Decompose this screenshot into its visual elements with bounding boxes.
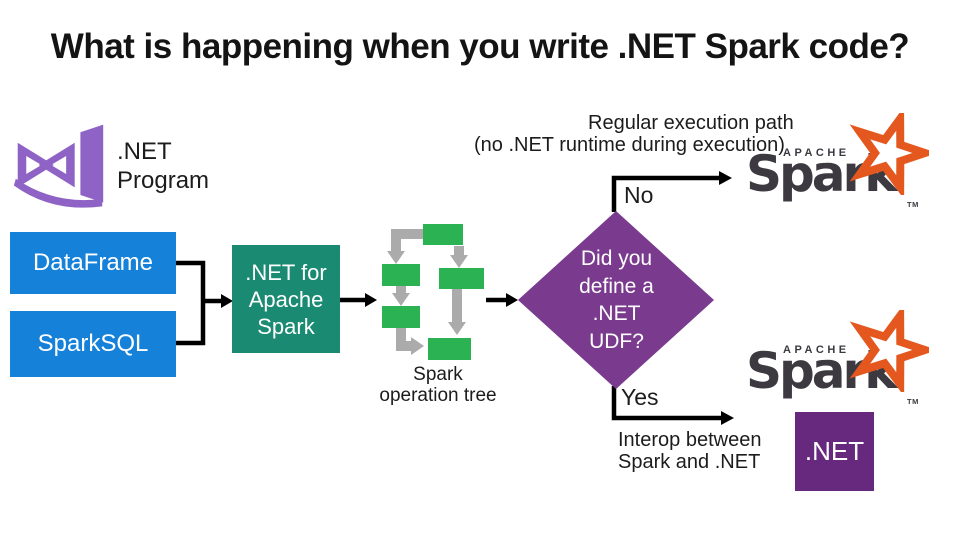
spark-star-icon [849,113,929,195]
decision-text: Did you define a .NET UDF? [541,245,692,355]
decision-line3: .NET [592,302,641,325]
tree-arrowhead [387,251,405,264]
trademark-label: TM [907,200,919,209]
arrowhead [221,294,233,308]
net-program-line2: Program [117,167,210,194]
tree-node [423,224,463,245]
middleware-line3: Spark [257,313,315,339]
dataframe-label: DataFrame [32,249,154,276]
decision-line4: UDF? [589,329,644,353]
tree-caption: Spark operation tree [358,364,518,406]
arrowhead [506,293,518,307]
tree-node [439,268,484,289]
dotnet-interop-box: .NET [795,412,874,491]
apache-spark-logo-top: Spark APACHE TM [746,112,936,214]
spark-star-icon [849,310,929,392]
decision-diamond [518,211,714,389]
tree-arrowhead [411,337,424,355]
net-program-label: .NET Program [117,137,209,195]
apache-label: APACHE [783,344,850,356]
tree-arrowhead [448,322,466,335]
apache-label: APACHE [783,147,850,159]
middleware-line1: .NET for [245,259,327,285]
yes-branch-connector [611,386,721,421]
trademark-label: TM [907,397,919,406]
tree-node [382,264,420,286]
net-program-line1: .NET [117,138,172,165]
apache-spark-logo-bottom: Spark APACHE TM [746,309,936,411]
dataframe-box: DataFrame [10,232,176,294]
interop-note-line1: Interop between [618,429,762,451]
net-for-apache-spark-box: .NET for Apache Spark [232,245,340,353]
dotnet-interop-label: .NET [804,436,865,466]
interop-note: Interop between Spark and .NET [618,429,762,473]
tree-node [382,306,420,328]
arrowhead [719,171,732,185]
yes-label: Yes [621,384,659,410]
tree-caption-line1: Spark [413,364,463,385]
regular-execution-note-line2: (no .NET runtime during execution) [474,134,785,156]
no-branch-connector [611,175,719,212]
regular-execution-note-line1: Regular execution path [588,112,794,134]
bracket-connector [176,260,206,346]
interop-note-line2: Spark and .NET [618,450,761,473]
page-title: What is happening when you write .NET Sp… [50,27,910,66]
spark-operation-tree-diagram [382,224,484,360]
tree-arrowhead [392,293,410,306]
sparksql-label: SparkSQL [37,330,149,357]
arrowhead [721,411,734,425]
middleware-line2: Apache [248,286,324,312]
sparksql-box: SparkSQL [10,311,176,377]
tree-node [428,338,471,360]
tree-arrow [391,229,423,253]
visual-studio-icon [13,124,104,208]
decision-line2: define a [579,274,654,298]
arrowhead [365,293,377,307]
tree-caption-line2: operation tree [379,385,497,406]
tree-arrow [396,328,413,351]
no-label: No [624,182,654,208]
decision-line1: Did you [580,247,653,270]
tree-arrowhead [450,255,468,268]
